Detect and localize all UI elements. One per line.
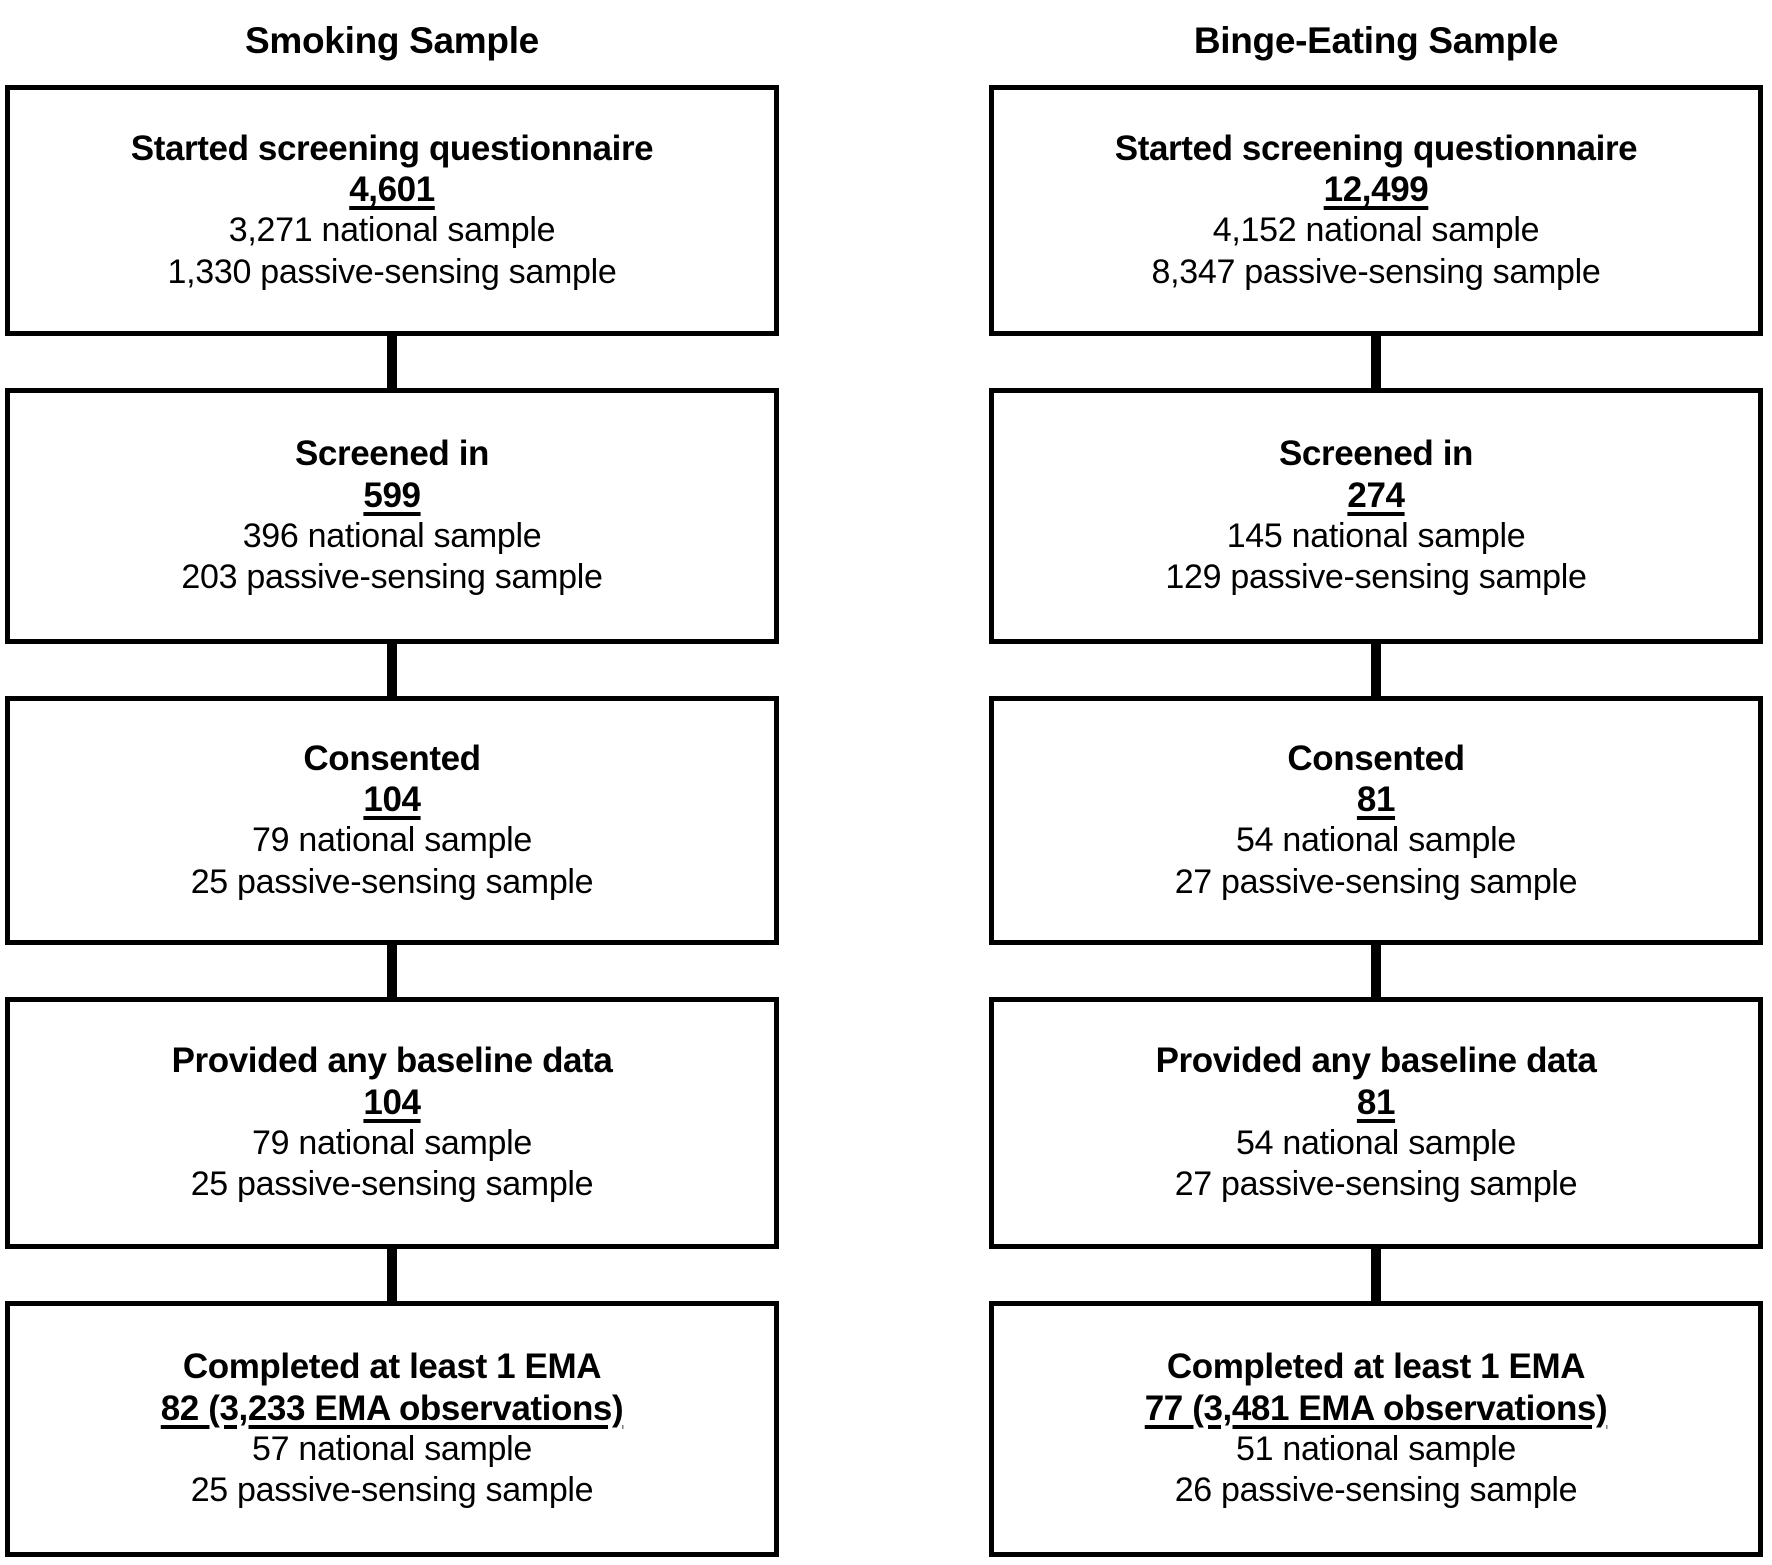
flow-box-subline-passive: 25 passive-sensing sample <box>190 862 594 901</box>
flow-box-smoking-consented: Consented 104 79 national sample 25 pass… <box>5 696 779 945</box>
flow-box-subline-national: 4,152 national sample <box>1212 211 1540 250</box>
flow-box-subline-national: 79 national sample <box>251 821 532 860</box>
flow-connector <box>1371 945 1381 997</box>
flow-connector <box>1371 1249 1381 1301</box>
flow-box-subline-passive: 25 passive-sensing sample <box>190 1165 594 1204</box>
flow-box-title: Started screening questionnaire <box>130 128 654 168</box>
flow-connector <box>387 644 397 696</box>
flow-box-total: 104 <box>363 780 421 820</box>
flow-connector <box>387 945 397 997</box>
column-title-binge-eating: Binge-Eating Sample <box>1193 20 1559 61</box>
flow-box-subline-national: 145 national sample <box>1226 516 1526 555</box>
flow-box-subline-passive: 26 passive-sensing sample <box>1174 1471 1578 1510</box>
flow-box-subline-passive: 129 passive-sensing sample <box>1165 558 1587 597</box>
flow-box-binge-consented: Consented 81 54 national sample 27 passi… <box>989 696 1763 945</box>
flowchart-column-binge-eating: Binge-Eating Sample Started screening qu… <box>989 0 1763 1560</box>
flow-box-binge-screened-in: Screened in 274 145 national sample 129 … <box>989 388 1763 644</box>
flow-box-total: 81 <box>1356 1082 1396 1122</box>
flow-connector <box>387 1249 397 1301</box>
flow-box-smoking-screened-in: Screened in 599 396 national sample 203 … <box>5 388 779 644</box>
flow-box-total: 599 <box>363 475 421 515</box>
flow-box-title: Completed at least 1 EMA <box>182 1347 602 1387</box>
flow-box-subline-national: 3,271 national sample <box>228 211 556 250</box>
flow-box-total: 274 <box>1347 475 1405 515</box>
flow-box-subline-passive: 203 passive-sensing sample <box>181 558 603 597</box>
flow-box-title: Consented <box>303 738 481 778</box>
flow-box-total: 12,499 <box>1323 170 1429 210</box>
flow-box-binge-baseline-data: Provided any baseline data 81 54 nationa… <box>989 997 1763 1249</box>
flow-connector <box>1371 336 1381 388</box>
flow-box-binge-completed-ema: Completed at least 1 EMA 77 (3,481 EMA o… <box>989 1301 1763 1557</box>
flow-box-total: 77 (3,481 EMA observations) <box>1144 1388 1608 1428</box>
flow-box-subline-national: 54 national sample <box>1235 821 1516 860</box>
flow-box-subline-national: 51 national sample <box>1235 1429 1516 1468</box>
flow-connector <box>387 336 397 388</box>
flow-box-subline-passive: 1,330 passive-sensing sample <box>167 252 617 291</box>
flow-box-total: 82 (3,233 EMA observations) <box>160 1388 624 1428</box>
flow-box-subline-passive: 25 passive-sensing sample <box>190 1471 594 1510</box>
flow-box-subline-passive: 27 passive-sensing sample <box>1174 1165 1578 1204</box>
flow-box-total: 104 <box>363 1082 421 1122</box>
flow-box-smoking-started-screening: Started screening questionnaire 4,601 3,… <box>5 85 779 336</box>
flow-box-subline-national: 54 national sample <box>1235 1123 1516 1162</box>
flow-box-smoking-completed-ema: Completed at least 1 EMA 82 (3,233 EMA o… <box>5 1301 779 1557</box>
flow-box-title: Started screening questionnaire <box>1114 128 1638 168</box>
flow-box-subline-national: 396 national sample <box>242 516 542 555</box>
flow-box-smoking-baseline-data: Provided any baseline data 104 79 nation… <box>5 997 779 1249</box>
flow-box-title: Completed at least 1 EMA <box>1166 1347 1586 1387</box>
flow-box-subline-passive: 27 passive-sensing sample <box>1174 862 1578 901</box>
flow-box-title: Consented <box>1287 738 1465 778</box>
flow-box-total: 81 <box>1356 780 1396 820</box>
flowchart-column-smoking: Smoking Sample Started screening questio… <box>5 0 779 1560</box>
flow-box-subline-national: 57 national sample <box>251 1429 532 1468</box>
column-title-smoking: Smoking Sample <box>245 20 539 61</box>
flow-box-subline-passive: 8,347 passive-sensing sample <box>1151 252 1601 291</box>
flow-box-binge-started-screening: Started screening questionnaire 12,499 4… <box>989 85 1763 336</box>
flow-box-total: 4,601 <box>349 170 435 210</box>
flow-box-title: Provided any baseline data <box>171 1041 613 1081</box>
flow-box-title: Screened in <box>1278 434 1473 474</box>
flow-box-subline-national: 79 national sample <box>251 1123 532 1162</box>
flow-connector <box>1371 644 1381 696</box>
flow-box-title: Provided any baseline data <box>1155 1041 1597 1081</box>
flow-box-title: Screened in <box>294 434 489 474</box>
